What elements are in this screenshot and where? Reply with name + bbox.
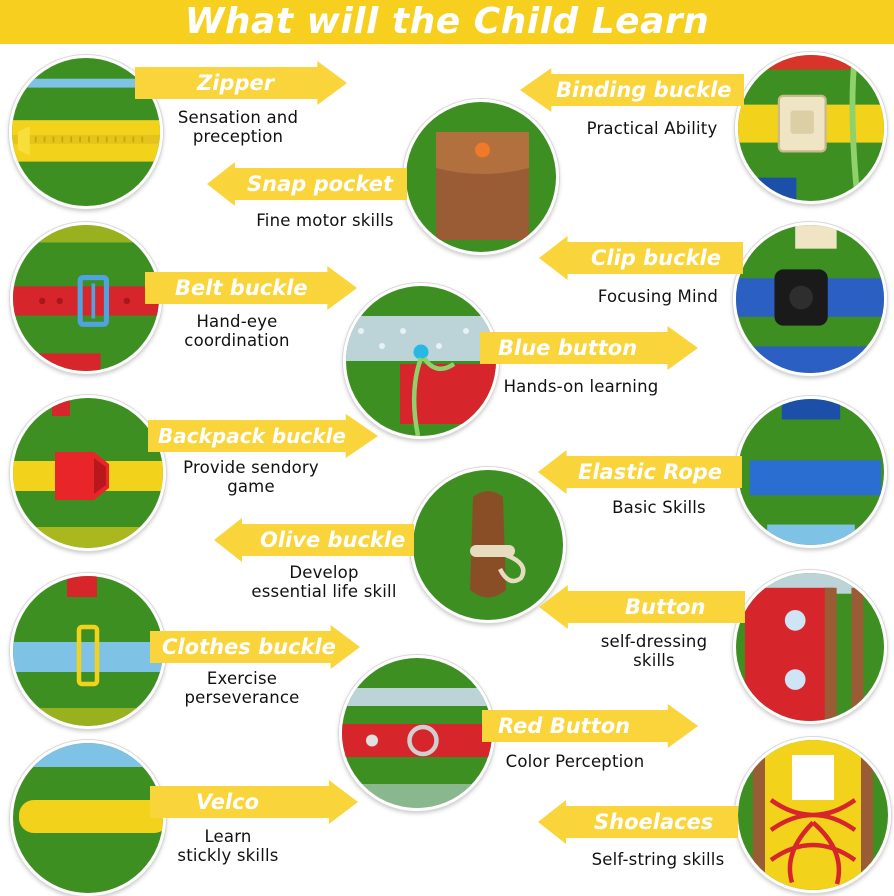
button-photo <box>733 570 887 724</box>
desc-line: Sensation and <box>177 108 299 127</box>
desc-line: Hands-on learning <box>503 377 659 396</box>
desc-line: essential life skill <box>251 582 397 601</box>
shoelaces-photo <box>735 737 891 893</box>
blue-button-label: Blue button <box>498 336 638 360</box>
page-title: What will the Child Learn <box>184 1 710 42</box>
velco-label: Velco <box>196 790 260 814</box>
clothes-buckle-arrow: Clothes buckle <box>150 625 360 669</box>
belt-buckle-description: Hand-eye coordination <box>160 312 314 350</box>
snap-pocket-label: Snap pocket <box>247 172 393 196</box>
belt-buckle-label: Belt buckle <box>175 276 308 300</box>
binding-buckle-label: Binding buckle <box>556 78 732 102</box>
desc-line: skills <box>633 651 675 670</box>
red-button-description: Color Perception <box>488 752 662 771</box>
button-arrow: Button <box>539 585 745 629</box>
desc-line: Color Perception <box>505 752 645 771</box>
belt-buckle-photo <box>10 222 162 374</box>
red-button-photo <box>339 655 495 811</box>
olive-buckle-arrow: Olive buckle <box>214 518 414 562</box>
title-banner: What will the Child Learn <box>0 0 894 44</box>
binding-buckle-photo <box>735 52 887 204</box>
desc-line: Provide sendory <box>183 458 319 477</box>
blue-button-photo <box>343 283 499 439</box>
clothes-buckle-label: Clothes buckle <box>162 635 336 659</box>
olive-buckle-description: Develop essential life skill <box>236 563 412 601</box>
desc-line: Develop <box>289 563 359 582</box>
velco-photo <box>10 740 166 896</box>
clip-buckle-label: Clip buckle <box>591 246 721 270</box>
button-label: Button <box>625 595 706 619</box>
backpack-buckle-description: Provide sendory game <box>164 458 338 496</box>
desc-line: self-dressing <box>600 632 708 651</box>
olive-buckle-label: Olive buckle <box>260 528 406 552</box>
snap-pocket-photo <box>403 99 559 255</box>
backpack-buckle-photo <box>10 395 166 551</box>
desc-line: Practical Ability <box>586 119 718 138</box>
desc-line: Hand-eye <box>196 312 278 331</box>
elastic-rope-arrow: Elastic Rope <box>538 450 742 494</box>
zipper-label: Zipper <box>197 71 275 95</box>
shoelaces-label: Shoelaces <box>594 810 714 834</box>
backpack-buckle-label: Backpack buckle <box>158 424 346 448</box>
velco-description: Learn stickly skills <box>160 827 296 865</box>
desc-line: game <box>227 477 275 496</box>
backpack-buckle-arrow: Backpack buckle <box>148 414 378 458</box>
desc-line: preception <box>192 127 284 146</box>
blue-button-arrow: Blue button <box>480 326 698 370</box>
desc-line: perseverance <box>184 688 300 707</box>
belt-buckle-arrow: Belt buckle <box>145 266 357 310</box>
desc-line: Self-string skills <box>591 850 725 869</box>
red-button-arrow: Red Button <box>482 704 698 748</box>
desc-line: Learn <box>204 827 252 846</box>
zipper-photo <box>9 55 163 209</box>
velco-arrow: Velco <box>150 780 358 824</box>
desc-line: Basic Skills <box>612 498 706 517</box>
button-description: self-dressing skills <box>574 632 734 670</box>
zipper-arrow: Zipper <box>135 61 347 105</box>
blue-button-description: Hands-on learning <box>486 377 676 396</box>
shoelaces-arrow: Shoelaces <box>538 800 738 844</box>
binding-buckle-description: Practical Ability <box>567 119 737 138</box>
clothes-buckle-photo <box>10 573 166 729</box>
desc-line: Exercise <box>206 669 278 688</box>
clip-buckle-photo <box>733 222 887 376</box>
elastic-rope-description: Basic Skills <box>584 498 734 517</box>
snap-pocket-description: Fine motor skills <box>240 211 410 230</box>
binding-buckle-arrow: Binding buckle <box>520 68 744 112</box>
desc-line: stickly skills <box>177 846 279 865</box>
clip-buckle-description: Focusing Mind <box>578 287 738 306</box>
clip-buckle-arrow: Clip buckle <box>539 236 743 280</box>
desc-line: Focusing Mind <box>597 287 719 306</box>
desc-line: Fine motor skills <box>256 211 394 230</box>
clothes-buckle-description: Exercise perseverance <box>164 669 320 707</box>
red-button-label: Red Button <box>498 714 631 738</box>
shoelaces-description: Self-string skills <box>576 850 740 869</box>
elastic-rope-label: Elastic Rope <box>578 460 723 484</box>
snap-pocket-arrow: Snap pocket <box>207 162 407 206</box>
desc-line: coordination <box>184 331 290 350</box>
zipper-description: Sensation and preception <box>158 108 318 146</box>
elastic-rope-photo <box>735 396 887 548</box>
